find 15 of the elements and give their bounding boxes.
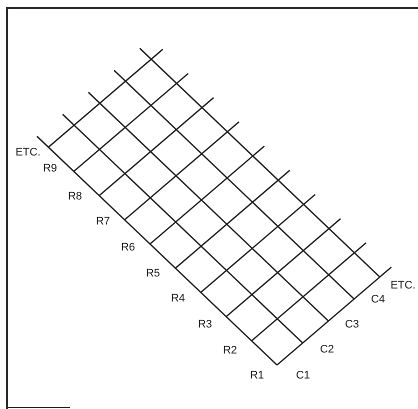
grid-label: R8 bbox=[68, 192, 82, 202]
grid-label: R1 bbox=[250, 370, 264, 382]
grid-label: R7 bbox=[96, 216, 110, 228]
grid-label: R6 bbox=[120, 242, 136, 254]
grid-label: C2 bbox=[320, 344, 334, 356]
grid-label: R3 bbox=[198, 320, 212, 330]
grid-label: R2 bbox=[222, 346, 238, 356]
grid-label: ETC. bbox=[390, 280, 416, 292]
grid-label: ETC. bbox=[15, 148, 41, 158]
grid-label: R4 bbox=[170, 294, 186, 304]
grid-label: C1 bbox=[296, 370, 310, 382]
grid-label: C3 bbox=[344, 320, 360, 330]
grid-label: C4 bbox=[370, 294, 386, 306]
grid-label: R5 bbox=[146, 268, 160, 280]
grid-label: R9 bbox=[42, 164, 58, 174]
